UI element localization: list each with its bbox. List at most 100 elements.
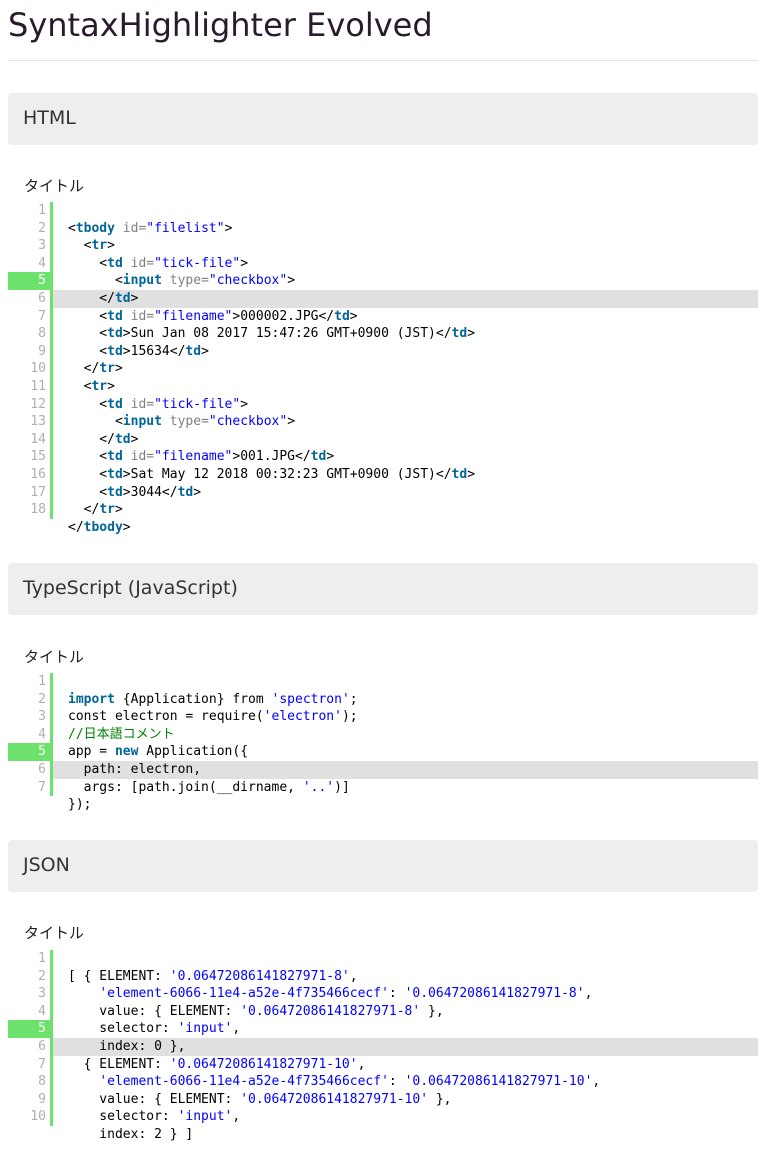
plain-token: [ { ELEMENT: bbox=[68, 968, 170, 984]
plain-token: < bbox=[68, 466, 108, 482]
code-line: app = new Application({ bbox=[53, 743, 758, 761]
line-number: 11 bbox=[30, 378, 46, 394]
plain-token: < bbox=[68, 255, 108, 271]
plain-token bbox=[68, 1074, 99, 1089]
plain-token: > bbox=[201, 343, 209, 359]
plain-token: }); bbox=[68, 797, 92, 813]
code-line: <td id="tick-file"> bbox=[53, 396, 758, 414]
plain-token: , bbox=[592, 1074, 601, 1090]
plain-token: < bbox=[68, 449, 108, 465]
keyword-token: tr bbox=[99, 502, 115, 518]
line-number: 8 bbox=[38, 1074, 46, 1090]
plain-token: > bbox=[287, 273, 296, 289]
keyword-token: tr bbox=[99, 361, 115, 377]
string-token: "tick-file" bbox=[154, 255, 241, 271]
plain-token: {Application} from bbox=[114, 691, 272, 707]
code-line: index: 2 } ] bbox=[53, 1126, 758, 1144]
plain-token: > bbox=[193, 484, 202, 500]
line-number: 4 bbox=[38, 1003, 46, 1019]
section-heading: HTML bbox=[23, 107, 76, 129]
section-header-json: JSON bbox=[8, 840, 758, 892]
line-number: 16 bbox=[30, 466, 46, 482]
string-token: 'electron' bbox=[263, 709, 342, 725]
line-number: 15 bbox=[30, 449, 46, 465]
plain-token: ); bbox=[341, 709, 358, 725]
plain-token: > bbox=[114, 502, 123, 518]
plain-token: < bbox=[68, 238, 92, 254]
plain-token: index: 2 } ] bbox=[68, 1126, 194, 1142]
keyword-token: td bbox=[107, 466, 123, 482]
code-line: value: { ELEMENT: '0.06472086141827971-8… bbox=[53, 1003, 758, 1021]
plain-token: path: electron, bbox=[68, 761, 202, 777]
code-line: }); bbox=[53, 796, 758, 814]
keyword-token: import bbox=[68, 691, 115, 707]
code-line: const electron = require('electron'); bbox=[53, 708, 758, 726]
code-line: </td> bbox=[53, 431, 758, 449]
plain-token: < bbox=[68, 273, 123, 289]
line-number: 17 bbox=[30, 484, 46, 500]
line-number: 6 bbox=[38, 1038, 46, 1054]
string-token: '0.06472086141827971-8' bbox=[404, 986, 585, 1002]
line-number: 4 bbox=[38, 726, 46, 742]
code-line bbox=[53, 673, 758, 691]
keyword-token: tr bbox=[91, 378, 108, 394]
keyword-token: tbody bbox=[75, 220, 115, 236]
attribute-token: type= bbox=[161, 273, 209, 289]
plain-token: , bbox=[584, 986, 593, 1002]
line-number: 2 bbox=[38, 691, 46, 707]
line-number: 14 bbox=[30, 431, 46, 447]
line-number: 5 bbox=[8, 272, 50, 290]
plain-token: > bbox=[122, 519, 131, 535]
plain-token: selector: bbox=[68, 1021, 178, 1037]
plain-token: app = bbox=[68, 744, 115, 760]
line-number: 9 bbox=[38, 343, 46, 359]
keyword-token: td bbox=[451, 326, 468, 342]
attribute-token: id= bbox=[114, 220, 147, 236]
code-line bbox=[53, 202, 758, 220]
plain-token: value: { ELEMENT: bbox=[68, 1003, 241, 1019]
line-number: 3 bbox=[38, 986, 46, 1002]
string-token: 'element-6066-11e4-a52e-4f735466cecf' bbox=[99, 1074, 389, 1090]
plain-token: > bbox=[130, 431, 139, 447]
attribute-token: id= bbox=[122, 255, 155, 271]
string-token: "filename" bbox=[154, 449, 233, 465]
string-token: "checkbox" bbox=[208, 273, 288, 289]
plain-token: >15634</ bbox=[122, 343, 186, 359]
code-line: <input type="checkbox"> bbox=[53, 272, 758, 290]
plain-token: >000002.JPG</ bbox=[232, 308, 335, 324]
keyword-token: input bbox=[122, 414, 162, 430]
keyword-token: td bbox=[310, 449, 327, 465]
code-content[interactable]: import {Application} from 'spectron';con… bbox=[53, 673, 758, 814]
line-number: 12 bbox=[30, 396, 46, 412]
plain-token: , bbox=[357, 1056, 366, 1072]
plain-token: , bbox=[232, 1021, 241, 1037]
line-number: 7 bbox=[38, 308, 46, 324]
line-number: 6 bbox=[38, 290, 46, 306]
code-line: </td> bbox=[53, 289, 758, 308]
plain-token: : bbox=[388, 986, 405, 1002]
code-line: <td id="filename">000002.JPG</td> bbox=[53, 308, 758, 326]
code-caption: タイトル bbox=[24, 177, 85, 195]
code-content[interactable]: [ { ELEMENT: '0.06472086141827971-8', 'e… bbox=[53, 950, 758, 1144]
plain-token: </ bbox=[68, 290, 115, 306]
section-heading: JSON bbox=[23, 854, 70, 876]
line-number: 1 bbox=[38, 203, 46, 218]
code-line: <td>Sun Jan 08 2017 15:47:26 GMT+0900 (J… bbox=[53, 325, 758, 343]
plain-token: > bbox=[326, 449, 335, 465]
code-content[interactable]: <tbody id="filelist"> <tr> <td id="tick-… bbox=[53, 202, 758, 536]
section-heading: TypeScript (JavaScript) bbox=[23, 577, 238, 599]
code-line: 'element-6066-11e4-a52e-4f735466cecf': '… bbox=[53, 1073, 758, 1091]
attribute-token: id= bbox=[122, 308, 155, 324]
plain-token bbox=[68, 986, 99, 1001]
keyword-token: td bbox=[107, 308, 123, 324]
string-token: "checkbox" bbox=[208, 414, 288, 430]
line-number: 2 bbox=[38, 220, 46, 236]
code-caption: タイトル bbox=[24, 648, 85, 666]
string-token: 'input' bbox=[177, 1109, 233, 1125]
code-line: [ { ELEMENT: '0.06472086141827971-8', bbox=[53, 968, 758, 986]
plain-token: > bbox=[467, 466, 476, 482]
